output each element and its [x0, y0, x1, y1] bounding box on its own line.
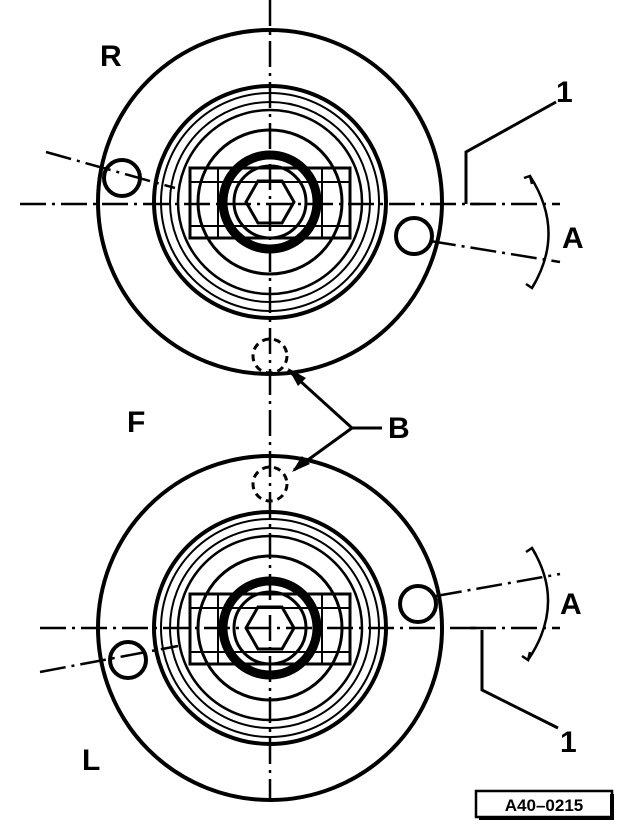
top-ring-1 [152, 84, 388, 320]
bottom-bolt-right [398, 584, 438, 624]
top-ring-5 [196, 128, 344, 276]
top-angle-line [429, 239, 561, 264]
top-outer-disc [96, 28, 444, 376]
top-assembly-r [96, 28, 444, 376]
top-ring-3 [169, 101, 371, 303]
label-f: F [127, 406, 145, 439]
label-angle-a-top: A [562, 222, 584, 255]
top-ring-4 [176, 108, 364, 296]
top-hex-nut [244, 179, 296, 225]
reference-code-box: A40–0215 [474, 789, 614, 820]
label-callout-1-top: 1 [556, 76, 573, 109]
reference-code: A40–0215 [505, 796, 583, 815]
label-angle-a-bottom: A [560, 588, 582, 621]
bottom-angle-arc [526, 547, 550, 661]
bottom-bolt-left [108, 640, 148, 680]
bottom-angle-line [435, 572, 561, 598]
bottom-callout-1-leader [480, 630, 559, 730]
bottom-locating-pin-b [251, 465, 289, 503]
label-l: L [82, 744, 100, 777]
top-callout-1-leader [464, 100, 557, 204]
top-ring-2 [160, 92, 380, 312]
callout-b-leaders [286, 368, 382, 472]
top-hub-ring [218, 150, 322, 254]
label-r: R [100, 40, 122, 73]
top-locating-pin-b [251, 337, 289, 375]
label-b: B [388, 412, 410, 445]
label-callout-1-bottom: 1 [560, 726, 577, 759]
top-angle-arc [528, 175, 550, 289]
top-bolt-right [394, 216, 434, 256]
